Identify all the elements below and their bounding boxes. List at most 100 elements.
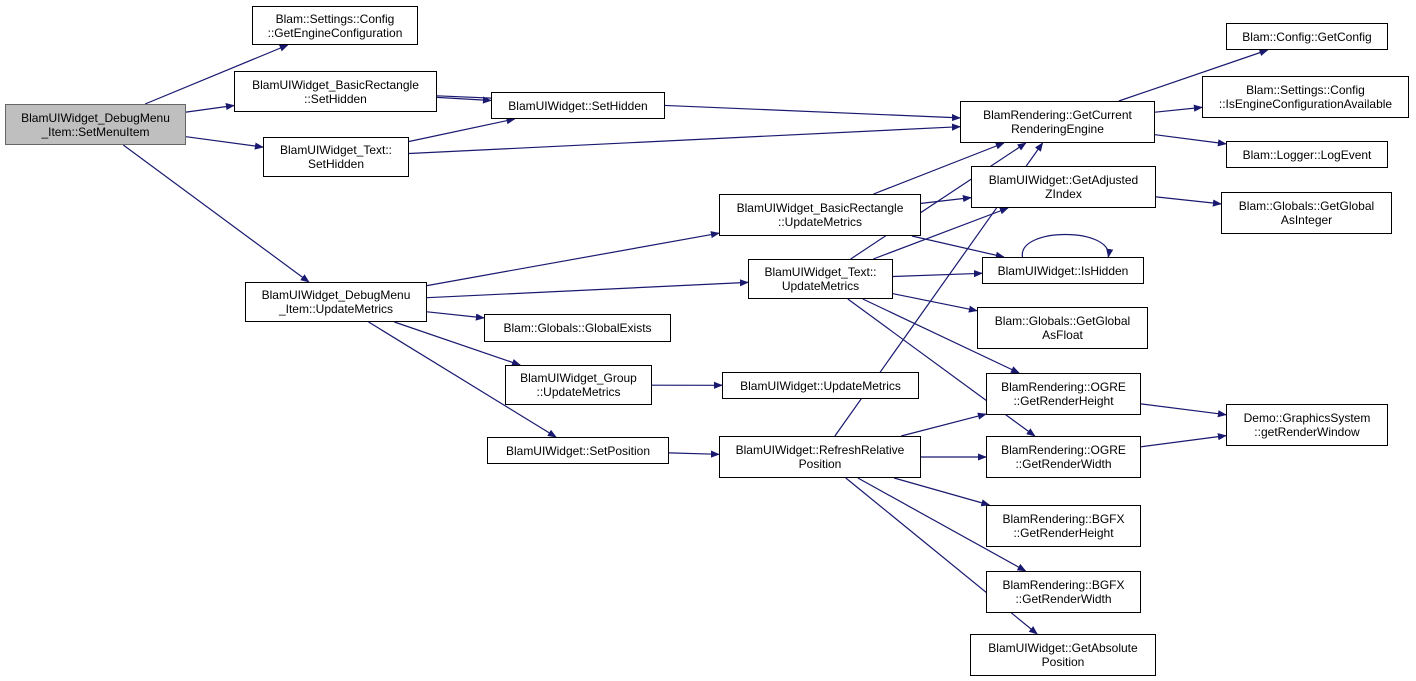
edge-n15-to-n15	[1021, 234, 1114, 258]
graph-node-n26[interactable]: Demo::GraphicsSystem::getRenderWindow	[1226, 404, 1388, 446]
node-label-line: ::GetRenderWidth	[1015, 457, 1112, 471]
graph-node-n10[interactable]: BlamUIWidget::UpdateMetrics	[722, 372, 919, 399]
edge-n12-to-n20	[857, 477, 1027, 572]
graph-node-n15[interactable]: BlamUIWidget::IsHidden	[982, 257, 1144, 284]
graph-node-n18[interactable]: BlamRendering::OGRE::GetRenderWidth	[986, 436, 1141, 478]
node-label-line: Blam::Globals::GlobalExists	[503, 321, 652, 335]
graph-node-n4[interactable]: BlamUIWidget_DebugMenu_Item::UpdateMetri…	[245, 282, 427, 322]
node-label-line: ::GetRenderHeight	[1013, 526, 1114, 540]
node-label-line: BlamRendering::OGRE	[1001, 443, 1126, 457]
node-label-line: BlamRendering::BGFX	[1002, 512, 1125, 526]
edge-n18-to-n26	[1140, 433, 1227, 448]
node-label-line: _Item::UpdateMetrics	[278, 302, 394, 316]
node-label-line: BlamUIWidget::SetHidden	[508, 98, 648, 113]
edge-n7-to-n13	[850, 142, 1027, 260]
graph-node-n23[interactable]: Blam::Settings::Config::IsEngineConfigur…	[1202, 76, 1409, 118]
node-label-line: BlamRendering::OGRE	[1001, 380, 1126, 394]
node-label-line: BlamUIWidget::SetPosition	[505, 443, 651, 458]
edge-n7-to-n15	[892, 269, 983, 278]
node-label-line: ::getRenderWindow	[1254, 425, 1360, 439]
edge-n6-to-n15	[911, 235, 1005, 259]
edge-n4-to-n6	[426, 231, 720, 287]
node-label-line: Blam::Config::GetConfig	[1242, 29, 1372, 44]
node-label-line: ::UpdateMetrics	[536, 385, 621, 399]
edge-n14-to-n25	[1155, 196, 1222, 207]
edge-n12-to-n19	[893, 477, 991, 507]
edge-n3-to-n13	[408, 123, 961, 155]
edge-root-to-n1	[144, 44, 289, 105]
node-label-line: ::GetRenderHeight	[1013, 394, 1114, 408]
node-label-line: AsFloat	[1042, 328, 1083, 342]
node-label-line: BlamRendering::BGFX	[1002, 578, 1125, 592]
node-label-line: ::UpdateMetrics	[777, 215, 863, 229]
node-label-line: Position	[1041, 655, 1085, 669]
node-label-line: Blam::Globals::GetGlobal	[994, 314, 1131, 328]
node-label-line: BlamUIWidget_Group	[520, 371, 637, 385]
graph-node-n17[interactable]: BlamRendering::OGRE::GetRenderHeight	[986, 373, 1141, 415]
node-label-line: Blam::Logger::LogEvent	[1242, 147, 1372, 162]
edge-n13-to-n23	[1154, 104, 1203, 113]
node-label-line: _Item::SetMenuItem	[41, 124, 150, 139]
edge-n3-to-n5	[408, 117, 516, 143]
edge-n6-to-n13	[873, 142, 1005, 195]
edge-root-to-n2	[185, 103, 235, 113]
node-label-line: Blam::Settings::Config	[1246, 83, 1365, 97]
node-label-line: Blam::Settings::Config	[275, 11, 395, 26]
node-label-line: BlamUIWidget::GetAbsolute	[988, 641, 1138, 655]
edge-n7-to-n17	[862, 298, 1020, 374]
edge-n7-to-n14	[873, 207, 1009, 260]
node-label-line: BlamUIWidget::GetAdjusted	[988, 173, 1139, 187]
node-label-line: BlamUIWidget::UpdateMetrics	[740, 378, 901, 393]
edge-n4-to-n11	[368, 321, 557, 438]
graph-node-n1[interactable]: Blam::Settings::Config::GetEngineConfigu…	[252, 6, 418, 45]
edge-n4-to-n7	[426, 279, 749, 299]
graph-node-n6[interactable]: BlamUIWidget_BasicRectangle::UpdateMetri…	[719, 194, 921, 236]
graph-node-n22[interactable]: Blam::Config::GetConfig	[1226, 23, 1388, 50]
node-label-line: BlamUIWidget_Text::	[764, 265, 877, 279]
node-label-line: ::GetEngineConfiguration	[267, 25, 403, 40]
node-label-line: ZIndex	[1045, 187, 1082, 201]
node-label-line: RenderingEngine	[1011, 122, 1104, 136]
graph-node-n5[interactable]: BlamUIWidget::SetHidden	[491, 92, 665, 119]
graph-node-n3[interactable]: BlamUIWidget_Text::SetHidden	[263, 137, 409, 177]
node-label-line: BlamUIWidget::RefreshRelative	[735, 443, 905, 457]
node-label-line: BlamUIWidget_Text::	[279, 143, 393, 157]
graph-node-n19[interactable]: BlamRendering::BGFX::GetRenderHeight	[986, 505, 1141, 547]
node-label-line: ::IsEngineConfigurationAvailable	[1218, 97, 1393, 111]
edge-n11-to-n12	[668, 450, 720, 458]
node-label-line: Blam::Globals::GetGlobal	[1238, 199, 1375, 213]
edge-n17-to-n26	[1140, 403, 1227, 418]
node-label-line: BlamUIWidget_DebugMenu	[21, 110, 170, 125]
graph-node-n11[interactable]: BlamUIWidget::SetPosition	[487, 437, 669, 464]
edge-root-to-n4	[122, 144, 310, 283]
node-label-line: UpdateMetrics	[781, 279, 860, 293]
node-label-line: BlamUIWidget_BasicRectangle	[252, 77, 419, 92]
node-label-line: BlamUIWidget_BasicRectangle	[736, 201, 904, 215]
edge-n13-to-n22	[1118, 49, 1269, 102]
node-label-line: ::SetHidden	[304, 91, 367, 106]
node-label-line: BlamUIWidget_DebugMenu	[261, 288, 411, 302]
graph-node-n24[interactable]: Blam::Logger::LogEvent	[1226, 141, 1388, 168]
graph-node-n9[interactable]: BlamUIWidget_Group::UpdateMetrics	[505, 365, 652, 405]
node-label-line: SetHidden	[307, 157, 365, 171]
node-label-line: ::GetRenderWidth	[1015, 592, 1112, 606]
graph-node-n2[interactable]: BlamUIWidget_BasicRectangle::SetHidden	[234, 71, 437, 112]
graph-node-n8[interactable]: Blam::Globals::GlobalExists	[484, 314, 671, 342]
node-label-line: BlamUIWidget::IsHidden	[997, 263, 1129, 278]
graph-node-n7[interactable]: BlamUIWidget_Text::UpdateMetrics	[748, 259, 893, 299]
graph-node-n20[interactable]: BlamRendering::BGFX::GetRenderWidth	[986, 571, 1141, 613]
edge-root-to-n3	[185, 136, 264, 150]
edge-n4-to-n9	[394, 321, 521, 366]
edge-n4-to-n8	[426, 311, 485, 321]
node-label-line: BlamRendering::GetCurrent	[983, 108, 1132, 122]
root-node: BlamUIWidget_DebugMenu_Item::SetMenuItem	[5, 104, 186, 145]
node-label-line: AsInteger	[1280, 213, 1333, 227]
edge-n12-to-n17	[901, 412, 987, 437]
edge-n13-to-n24	[1154, 134, 1227, 147]
